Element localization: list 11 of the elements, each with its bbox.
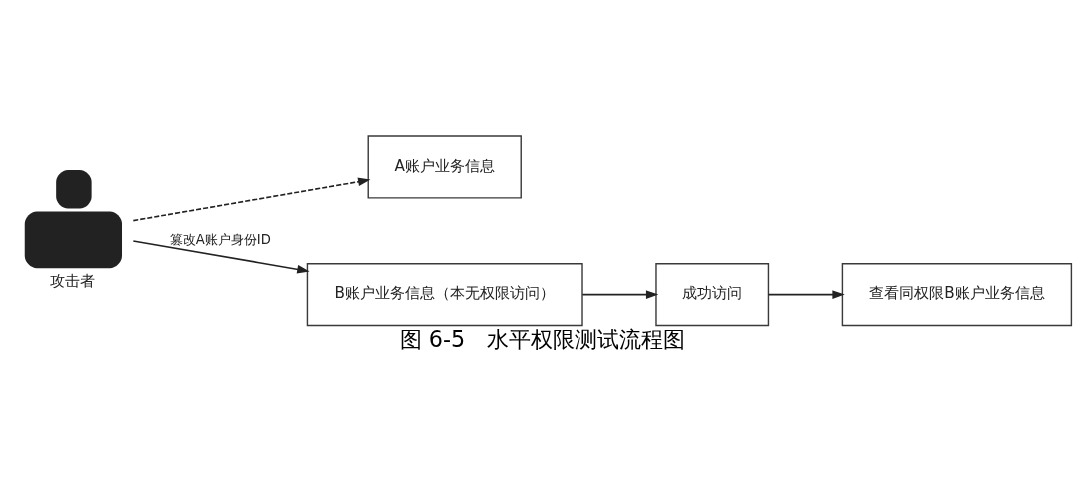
node-box: 查看同权限B账户业务信息: [841, 263, 1073, 327]
node-box: A账户业务信息: [367, 135, 522, 199]
arrow: [767, 290, 845, 299]
node-label: 攻击者: [50, 271, 96, 290]
arrow: [581, 290, 659, 299]
arrow: [132, 177, 371, 222]
edge-label: 篡改A账户身份ID: [169, 232, 271, 248]
node-box: B账户业务信息（本无权限访问）: [306, 263, 583, 327]
arrow: [132, 240, 310, 274]
caption: 图 6-5 水平权限测试流程图: [399, 326, 686, 353]
node-box: 成功访问: [655, 263, 770, 327]
